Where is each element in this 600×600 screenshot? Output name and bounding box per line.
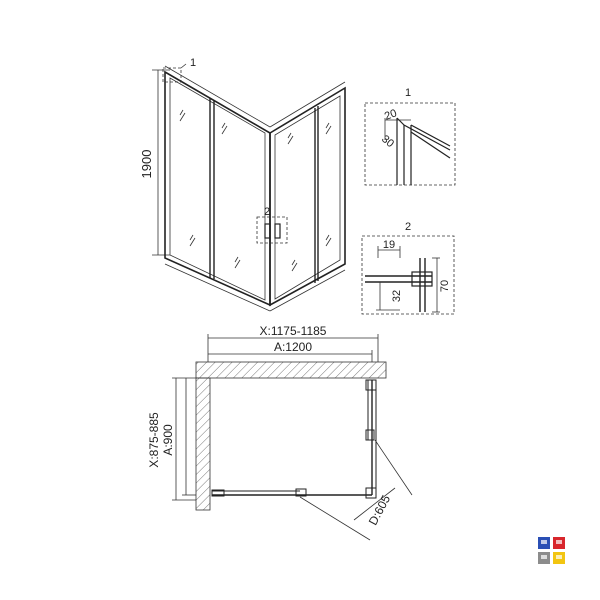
detail-1: 1 20 30 bbox=[364, 87, 456, 186]
callout-2-label: 2 bbox=[264, 206, 270, 218]
detail-1-dim-a: 20 bbox=[383, 107, 399, 122]
a-depth-label: A:900 bbox=[161, 424, 175, 456]
x-depth-label: X:875-885 bbox=[147, 412, 161, 468]
x-width-label: X:1175-1185 bbox=[260, 324, 327, 338]
detail-2-title: 2 bbox=[405, 221, 411, 233]
detail-2-dim-side: 70 bbox=[439, 280, 451, 292]
door-dimension: D:605 bbox=[299, 439, 413, 541]
handle-right bbox=[274, 223, 281, 239]
callout-1: 1 bbox=[162, 57, 196, 83]
height-dimension: 1900 bbox=[139, 69, 170, 256]
a-width-label: A:1200 bbox=[274, 340, 312, 354]
callout-2: 2 bbox=[256, 206, 288, 244]
height-label: 1900 bbox=[139, 150, 154, 179]
elevation-view: 1900 bbox=[139, 57, 346, 312]
left-wall bbox=[195, 377, 211, 511]
detail-2-dim-inner: 32 bbox=[391, 290, 403, 302]
front-panels bbox=[164, 65, 271, 312]
detail-1-title: 1 bbox=[405, 87, 411, 99]
side-panels bbox=[269, 81, 346, 312]
color-icons bbox=[538, 537, 565, 564]
detail-1-dim-b: 30 bbox=[379, 133, 396, 150]
plan-view: X:1175-1185 A:1200 X:875-885 A:900 bbox=[147, 324, 413, 541]
callout-1-label: 1 bbox=[190, 57, 196, 69]
detail-2: 2 19 70 32 bbox=[361, 221, 455, 315]
detail-2-dim-top: 19 bbox=[383, 239, 395, 251]
handle-left bbox=[264, 223, 271, 239]
enclosure-outline bbox=[211, 379, 377, 499]
top-wall bbox=[195, 361, 387, 379]
